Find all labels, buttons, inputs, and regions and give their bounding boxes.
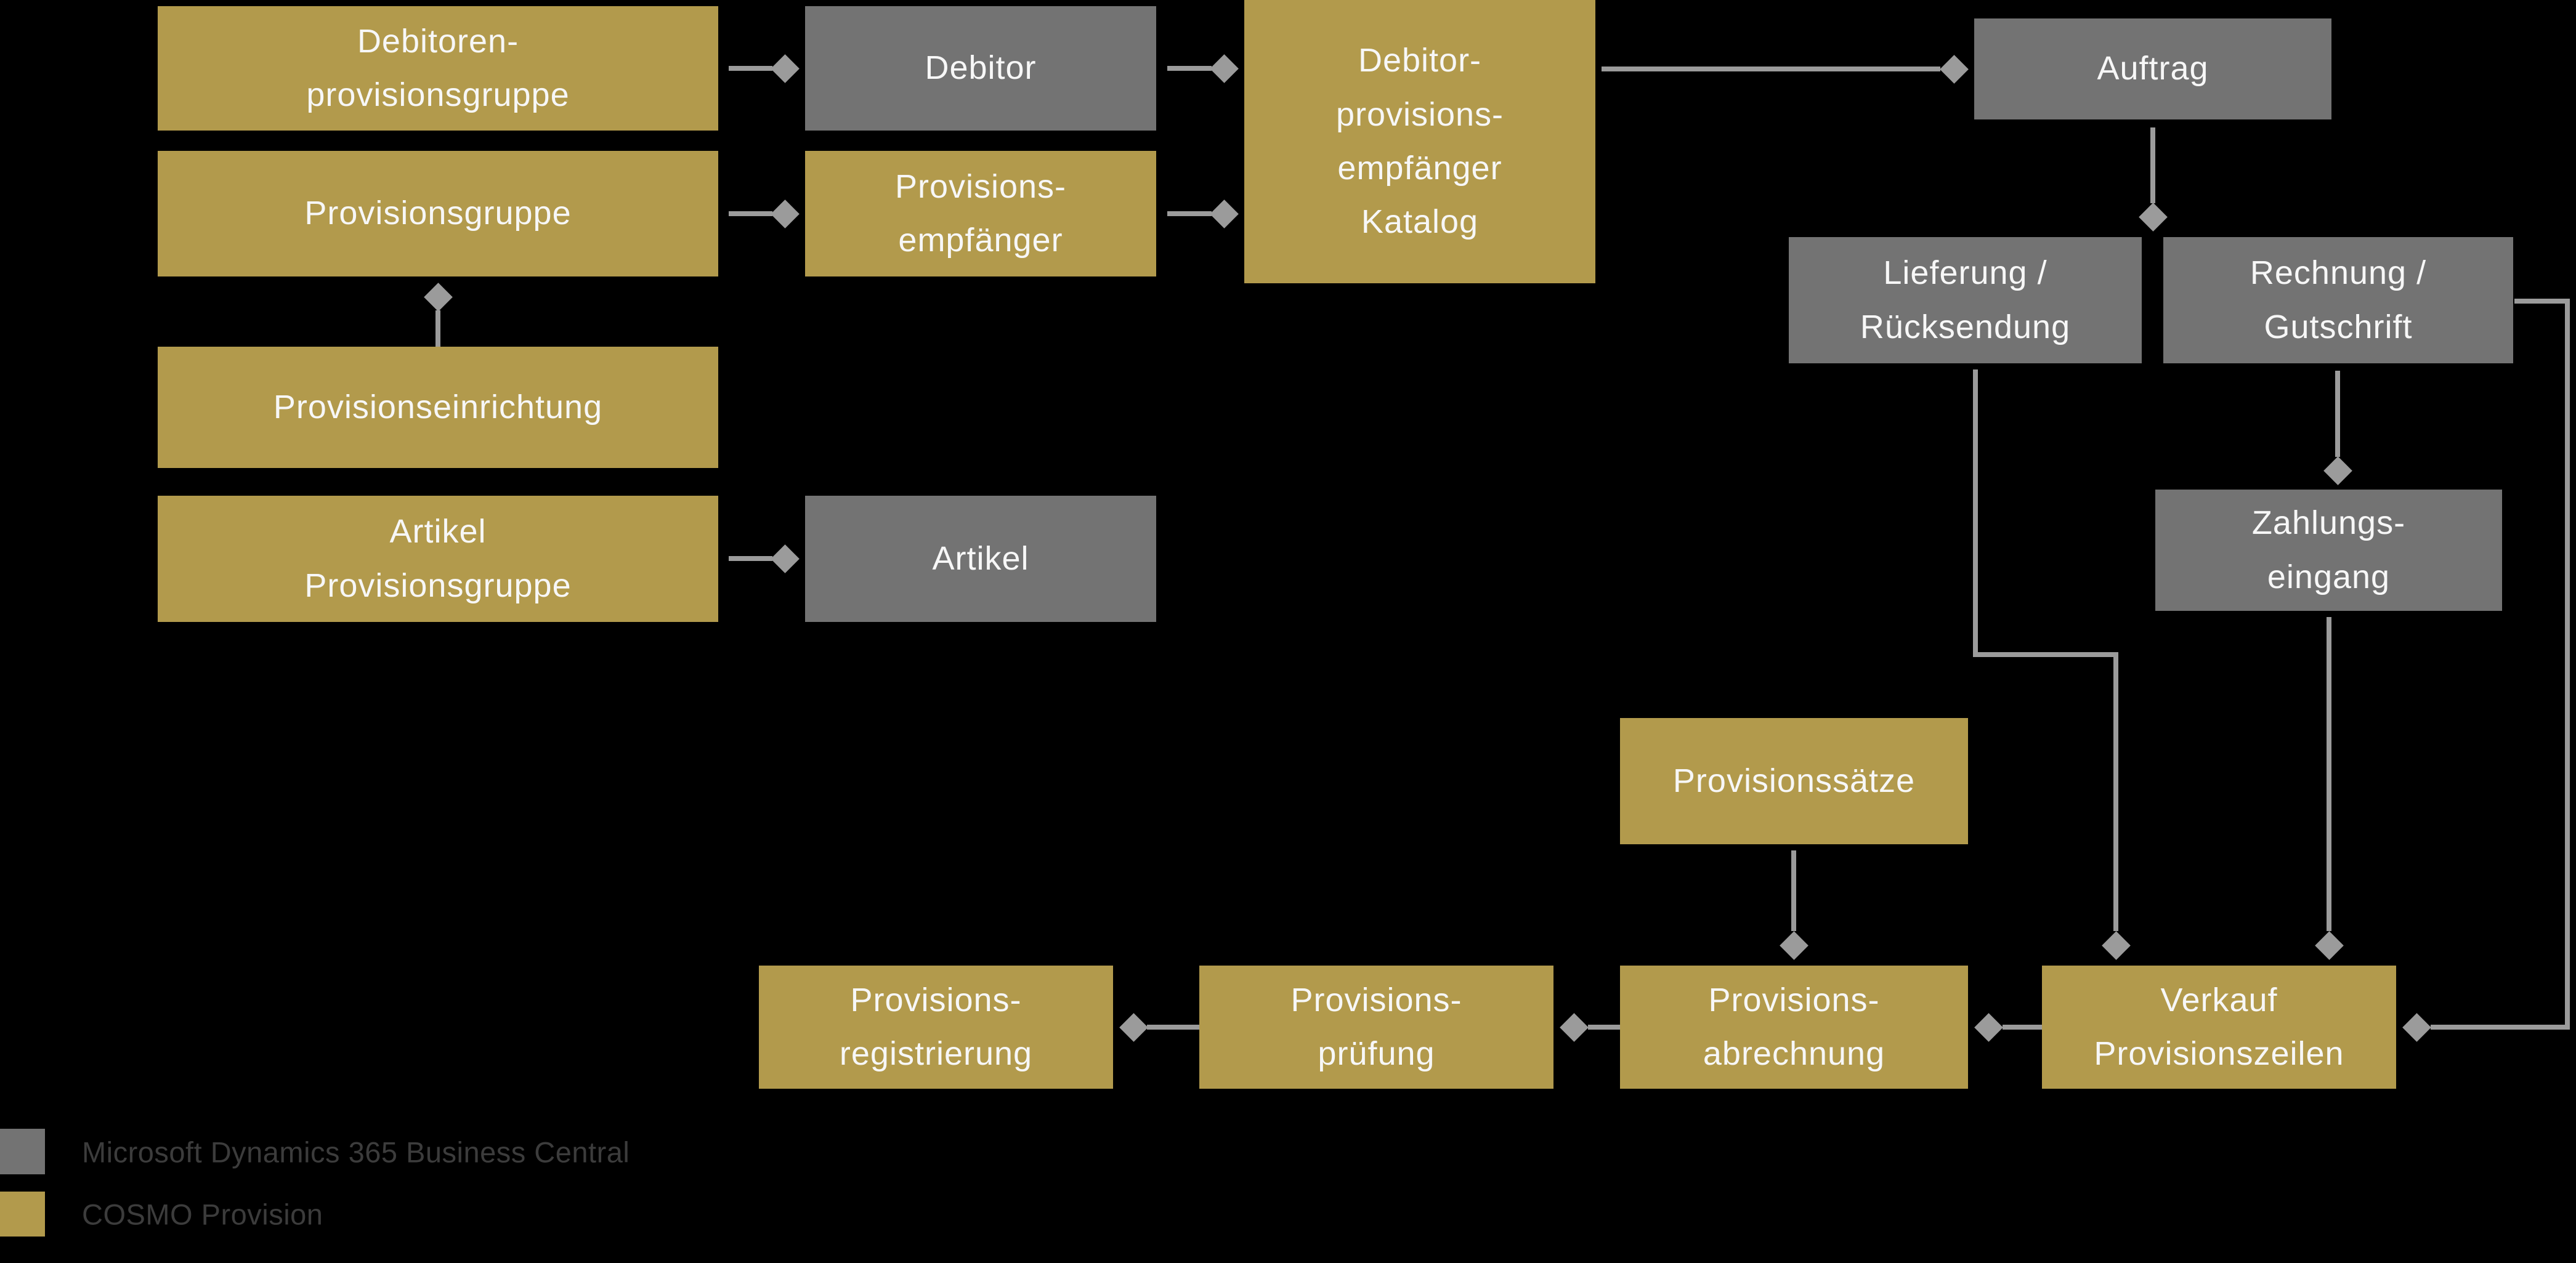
node-provisions-abrechnung: Provisions- abrechnung <box>1620 966 1968 1089</box>
diamond-arrowhead-icon <box>1779 930 1808 960</box>
legend-swatch-cosmo <box>0 1192 45 1237</box>
node-debitor-provisions-empfaenger-katalog: Debitor- provisions- empfänger Katalog <box>1244 0 1595 283</box>
diamond-arrowhead-icon <box>770 54 800 83</box>
connector-line-provisionssaetze-to-provisions-abrechnung <box>1791 850 1796 931</box>
node-debitor: Debitor <box>805 6 1156 131</box>
connector-line-rechnung-gutschrift-to-verkauf-provisionszeilen <box>2431 1025 2570 1030</box>
connector-line-provisionseinrichtung-to-provisionsgruppe <box>435 310 440 347</box>
legend-label-cosmo: COSMO Provision <box>82 1198 323 1231</box>
node-rechnung-gutschrift: Rechnung / Gutschrift <box>2163 237 2513 363</box>
diamond-arrowhead-icon <box>770 544 800 573</box>
connector-line-provisions-empfaenger-to-debitor-provisions-empfaenger-katalog <box>1167 211 1212 216</box>
node-zahlungseingang: Zahlungs- eingang <box>2155 490 2502 611</box>
connector-line-debitor-to-debitor-provisions-empfaenger-katalog <box>1167 66 1212 71</box>
connector-line-artikel-provisionsgruppe-to-artikel <box>729 556 772 561</box>
connector-line-debitoren-provisionsgruppe-to-debitor <box>729 66 772 71</box>
connector-line-auftrag-to-lieferung-rechnung-junction <box>2150 127 2155 203</box>
node-provisionseinrichtung: Provisionseinrichtung <box>158 347 718 468</box>
diamond-arrowhead-icon <box>1119 1012 1148 1042</box>
node-provisionsgruppe: Provisionsgruppe <box>158 151 718 276</box>
connector-line-rechnung-gutschrift-to-verkauf-provisionszeilen <box>2514 299 2570 304</box>
connector-line-lieferung-ruecksendung-to-verkauf-provisionszeilen <box>1973 369 1978 657</box>
node-provisionssaetze: Provisionssätze <box>1620 718 1968 844</box>
diamond-arrowhead-icon <box>2101 930 2131 960</box>
node-debitoren-provisionsgruppe: Debitoren- provisionsgruppe <box>158 6 718 131</box>
diamond-arrowhead-icon <box>423 282 453 312</box>
connector-line-provisions-abrechnung-to-provisions-pruefung <box>1588 1025 1620 1030</box>
connector-line-rechnung-gutschrift-to-zahlungseingang <box>2335 371 2340 457</box>
legend-label-bc: Microsoft Dynamics 365 Business Central <box>82 1136 630 1169</box>
node-provisions-registrierung: Provisions- registrierung <box>759 966 1113 1089</box>
diamond-arrowhead-icon <box>2402 1012 2431 1042</box>
diamond-arrowhead-icon <box>1209 199 1239 228</box>
diamond-arrowhead-icon <box>2314 930 2344 960</box>
connector-line-verkauf-provisionszeilen-to-provisions-abrechnung <box>2003 1025 2042 1030</box>
diamond-arrowhead-icon <box>1974 1012 2003 1042</box>
connector-line-debitor-provisions-empfaenger-katalog-to-auftrag <box>1602 67 1940 71</box>
connector-line-zahlungseingang-to-verkauf-provisionszeilen <box>2327 617 2331 931</box>
node-artikel: Artikel <box>805 496 1156 622</box>
connector-line-lieferung-ruecksendung-to-verkauf-provisionszeilen <box>1973 652 2118 657</box>
connector-line-provisionsgruppe-to-provisions-empfaenger <box>729 211 772 216</box>
diamond-arrowhead-icon <box>770 199 800 228</box>
node-auftrag: Auftrag <box>1974 18 2331 119</box>
legend-swatch-bc <box>0 1129 45 1174</box>
connector-line-lieferung-ruecksendung-to-verkauf-provisionszeilen <box>2113 652 2118 931</box>
node-lieferung-ruecksendung: Lieferung / Rücksendung <box>1789 237 2142 363</box>
diamond-arrowhead-icon <box>1939 54 1969 84</box>
node-artikel-provisionsgruppe: Artikel Provisionsgruppe <box>158 496 718 622</box>
diamond-arrowhead-icon <box>1209 54 1239 83</box>
diamond-arrowhead-icon <box>2138 202 2168 232</box>
diamond-arrowhead-icon <box>2323 456 2352 485</box>
node-provisions-empfaenger: Provisions- empfänger <box>805 151 1156 276</box>
node-provisions-pruefung: Provisions- prüfung <box>1199 966 1553 1089</box>
connector-line-rechnung-gutschrift-to-verkauf-provisionszeilen <box>2565 299 2570 1030</box>
diamond-arrowhead-icon <box>1559 1012 1589 1042</box>
node-verkauf-provisionszeilen: Verkauf Provisionszeilen <box>2042 966 2396 1089</box>
connector-line-provisions-pruefung-to-provisions-registrierung <box>1147 1025 1199 1030</box>
